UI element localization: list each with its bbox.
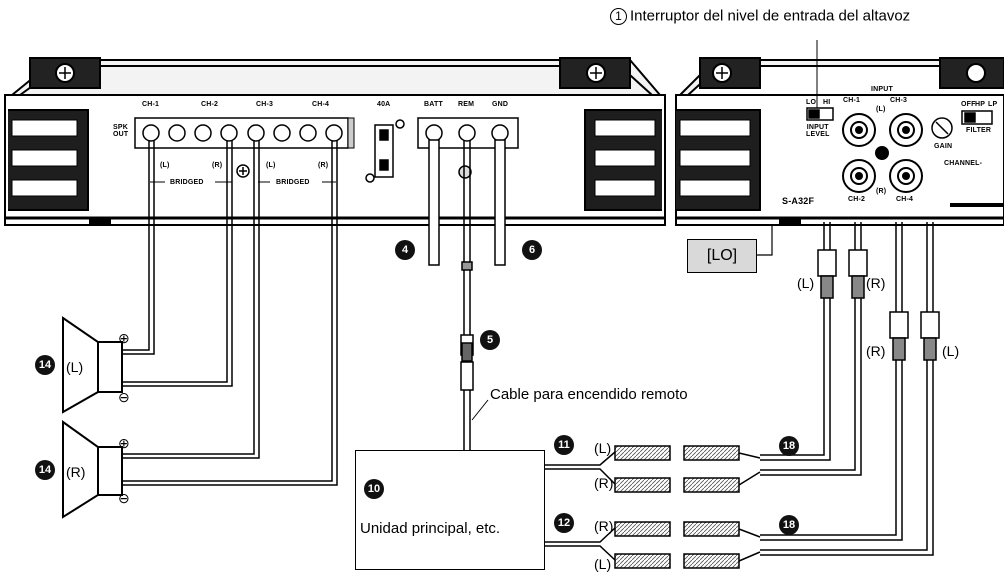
callout-12: 12 — [554, 513, 574, 533]
lo-setting-box: [LO] — [687, 239, 757, 273]
title-number: 1 — [610, 8, 627, 25]
speaker-right-minus: ⊖ — [118, 490, 130, 506]
rca-input-jacks — [842, 113, 923, 193]
fuse-label: 40A — [377, 101, 391, 108]
rin-ch1-label: CH-1 — [843, 97, 861, 104]
group11-l-label: (L) — [594, 440, 612, 456]
filter-off-mark: OFF — [961, 101, 976, 108]
gnd-label: GND — [492, 101, 509, 108]
group12-l-label: (L) — [594, 556, 612, 572]
rin-l-label: (L) — [876, 106, 886, 113]
speaker-right-label: (R) — [66, 464, 86, 480]
callout-18-top: 18 — [779, 436, 799, 456]
filter-hp-mark: HP — [975, 101, 986, 108]
ch2-label: CH-2 — [201, 101, 219, 108]
ch3-label: CH-3 — [256, 101, 274, 108]
rin-ch2-label: CH-2 — [848, 196, 866, 203]
switch-lo-mark: LO — [806, 99, 817, 106]
rca-top-l-label: (L) — [797, 275, 815, 291]
head-unit-box: 10 Unidad principal, etc. — [355, 450, 545, 570]
speaker-terminals — [142, 124, 343, 178]
rca-extension-cables — [543, 445, 761, 569]
batt-label: BATT — [424, 101, 443, 108]
filter-lp-mark: LP — [988, 101, 998, 108]
speaker-left-minus: ⊖ — [118, 389, 130, 405]
rca-cables-right — [760, 222, 940, 556]
input-label: INPUT — [871, 86, 893, 93]
fuse-holder — [365, 119, 405, 183]
model-label: S-A32F — [782, 196, 815, 206]
speaker-wires — [120, 140, 338, 486]
speaker-left-plus: ⊕ — [118, 330, 130, 346]
rin-ch4-label: CH-4 — [896, 196, 914, 203]
gain-knob — [931, 117, 953, 139]
rca-top-r-label: (R) — [866, 275, 886, 291]
ch4-label: CH-4 — [312, 101, 330, 108]
switch-hi-mark: HI — [823, 99, 831, 106]
speaker-right — [62, 420, 123, 519]
callout-14-left: 14 — [35, 355, 55, 375]
left-amplifier — [4, 57, 666, 226]
speaker-left-label: (L) — [66, 359, 84, 375]
callout-18-bottom: 18 — [779, 515, 799, 535]
group12-r-label: (R) — [594, 518, 614, 534]
callout-14-right: 14 — [35, 460, 55, 480]
bridged-label-1: BRIDGED — [170, 179, 204, 186]
rem-label: REM — [458, 101, 475, 108]
input-level-switch — [806, 107, 834, 121]
ch1-label: CH-1 — [142, 101, 160, 108]
rca-low-l-label: (L) — [942, 343, 960, 359]
ch-l2-label: (L) — [266, 162, 276, 169]
bridged-label-2: BRIDGED — [276, 179, 310, 186]
gain-label: GAIN — [934, 143, 953, 150]
callout-6: 6 — [522, 240, 542, 260]
ch-l1-label: (L) — [160, 162, 170, 169]
rin-r-label: (R) — [876, 188, 887, 195]
filter-switch — [961, 110, 993, 125]
title-text: Interruptor del nivel de entrada del alt… — [630, 7, 911, 25]
rin-ch3-label: CH-3 — [890, 97, 908, 104]
callout-5: 5 — [480, 330, 500, 350]
rca-low-r-label: (R) — [866, 343, 886, 359]
head-unit-label: Unidad principal, etc. — [360, 520, 501, 537]
ch-r1-label: (R) — [212, 162, 223, 169]
group11-r-label: (R) — [594, 475, 614, 491]
speaker-left — [62, 316, 123, 414]
callout-10: 10 — [364, 479, 384, 499]
filter-label: FILTER — [966, 127, 992, 134]
right-amplifier — [675, 57, 1004, 226]
power-wires — [428, 139, 506, 455]
remote-cable-label: Cable para encendido remoto — [490, 386, 688, 403]
channel-minus-label: CHANNEL- — [944, 160, 983, 167]
speaker-right-plus: ⊕ — [118, 435, 130, 451]
callout-11: 11 — [554, 435, 574, 455]
callout-4: 4 — [395, 240, 415, 260]
ch-r2-label: (R) — [318, 162, 329, 169]
